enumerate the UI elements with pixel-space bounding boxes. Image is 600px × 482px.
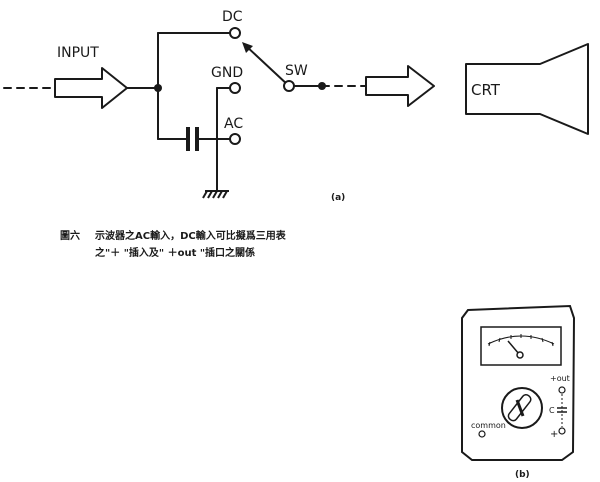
ac-label: AC [224,116,243,132]
dc-terminal [229,27,241,39]
plus-jack [558,427,566,435]
multimeter-illustration: +out C + common [461,304,576,461]
panel-a-tag: (a) [331,193,345,203]
meter-needle [507,340,520,355]
plus-out-jack [558,386,566,394]
switch-blade [244,44,290,87]
caption-line-1: 示波器之AC輸入，DC輸入可比擬爲三用表 [95,231,286,242]
selector-knob-mark [515,399,525,417]
capacitor-plate-left [186,127,190,151]
output-junction-dot [318,82,326,90]
switch-pivot-terminal [283,80,295,92]
meter-window [480,326,562,366]
input-label: INPUT [57,45,99,61]
ac-terminal [229,133,241,145]
panel-b-tag: (b) [515,470,530,480]
dc-label: DC [222,9,243,25]
caption-line-2: 之"＋ "插入及" ＋out "插口之關係 [95,248,256,259]
ground-symbol-icon [202,190,229,199]
c-label: C [549,406,555,415]
crt-tube-outline [465,43,589,135]
plus-label: + [550,429,558,440]
meter-scale-ticks [488,334,554,347]
input-arrow-icon [54,67,128,109]
sw-label: SW [285,63,308,79]
capacitor-plate-right [195,127,199,151]
plus-out-label: +out [550,374,570,383]
output-arrow-icon [365,65,435,107]
crt-label: CRT [471,81,501,99]
gnd-terminal [229,82,241,94]
switch-arrow-icon [242,42,253,53]
common-label: common [471,421,506,430]
junction-dot [154,84,162,92]
gnd-label: GND [211,65,243,81]
figure-number: 圖六 [60,231,80,242]
needle-pivot [516,351,524,359]
common-jack [478,430,486,438]
